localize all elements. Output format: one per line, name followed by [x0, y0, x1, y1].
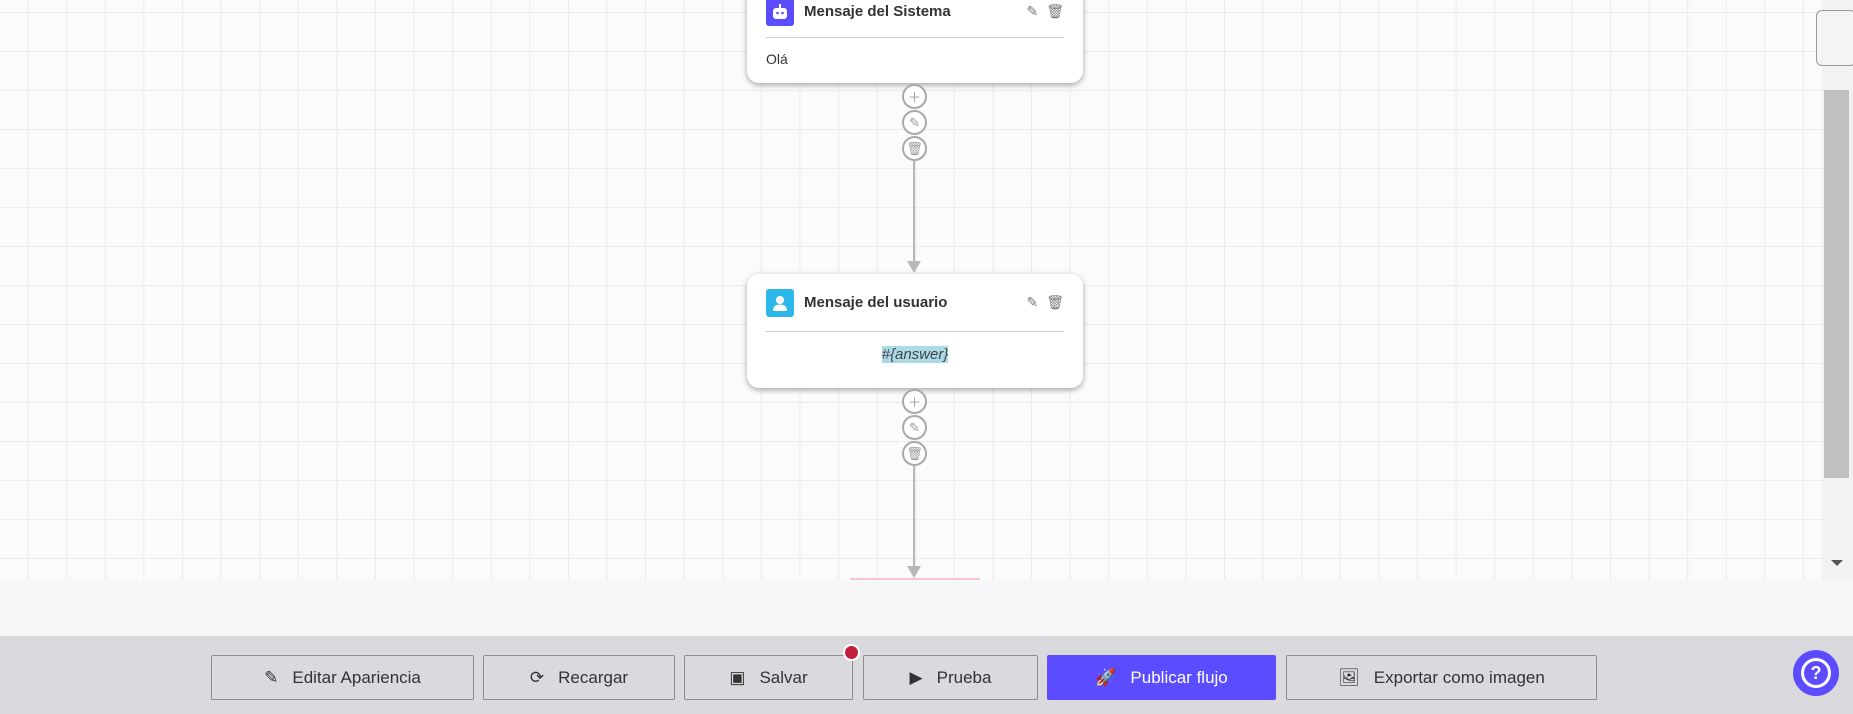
image-icon: 🖼 [1338, 667, 1360, 687]
add-node-button[interactable]: ＋ [902, 84, 927, 109]
edit-node-button[interactable]: ✎ [902, 110, 927, 135]
connector-arrow [907, 261, 921, 273]
test-button[interactable]: ▶Prueba [863, 655, 1038, 700]
scroll-down-icon[interactable] [1831, 560, 1843, 566]
edit-icon[interactable]: ✎ [1026, 3, 1039, 19]
robot-icon [766, 0, 794, 26]
edit-icon: ✎ [264, 667, 279, 687]
save-button[interactable]: ▣Salvar [684, 644, 860, 700]
node-system-message[interactable]: Mensaje del Sistema ✎ 🗑 Olá [747, 0, 1083, 83]
user-icon [766, 288, 794, 317]
edit-icon[interactable]: ✎ [1026, 294, 1039, 310]
node-user-message[interactable]: Mensaje del usuario ✎ 🗑 #{answer} [747, 274, 1083, 388]
floppy-disk-icon: ▣ [729, 667, 746, 687]
node-title: Mensaje del usuario [804, 294, 948, 311]
publish-flow-button[interactable]: 🚀Publicar flujo [1047, 655, 1276, 700]
delete-node-button[interactable]: 🗑 [902, 441, 927, 466]
scrollbar-thumb[interactable] [1824, 90, 1849, 478]
play-icon: ▶ [909, 667, 923, 687]
refresh-icon: ⟳ [529, 667, 545, 687]
trash-icon[interactable]: 🗑 [1046, 294, 1064, 310]
edit-appearance-button[interactable]: ✎Editar Apariencia [211, 655, 474, 700]
unsaved-changes-dot [843, 644, 860, 661]
scrollbar[interactable] [1816, 0, 1853, 580]
reload-button[interactable]: ⟳Recargar [483, 655, 675, 700]
edit-node-button[interactable]: ✎ [902, 415, 927, 440]
connector-line [913, 466, 915, 568]
question-icon: ? [1801, 658, 1831, 688]
flow-canvas[interactable]: Mensaje del Sistema ✎🗑 Olá ＋ ✎ 🗑 Mensaje… [0, 0, 1822, 580]
bottom-toolbar: ✎Editar Apariencia ⟳Recargar ▣Salvar ▶Pr… [0, 636, 1853, 714]
add-node-button[interactable]: ＋ [902, 389, 927, 414]
connector-line [913, 161, 915, 261]
minimap-toggle[interactable] [1816, 10, 1853, 66]
delete-node-button[interactable]: 🗑 [902, 136, 927, 161]
help-button[interactable]: ? [1793, 650, 1839, 696]
node-title: Mensaje del Sistema [804, 3, 951, 20]
connector-arrow [907, 566, 921, 578]
next-node-edge [850, 578, 980, 580]
node-content: Olá [766, 51, 788, 67]
trash-icon[interactable]: 🗑 [1046, 3, 1064, 19]
variable-token: #{answer} [881, 346, 949, 363]
export-image-button[interactable]: 🖼Exportar como imagen [1286, 655, 1597, 700]
rocket-icon: 🚀 [1095, 667, 1117, 687]
